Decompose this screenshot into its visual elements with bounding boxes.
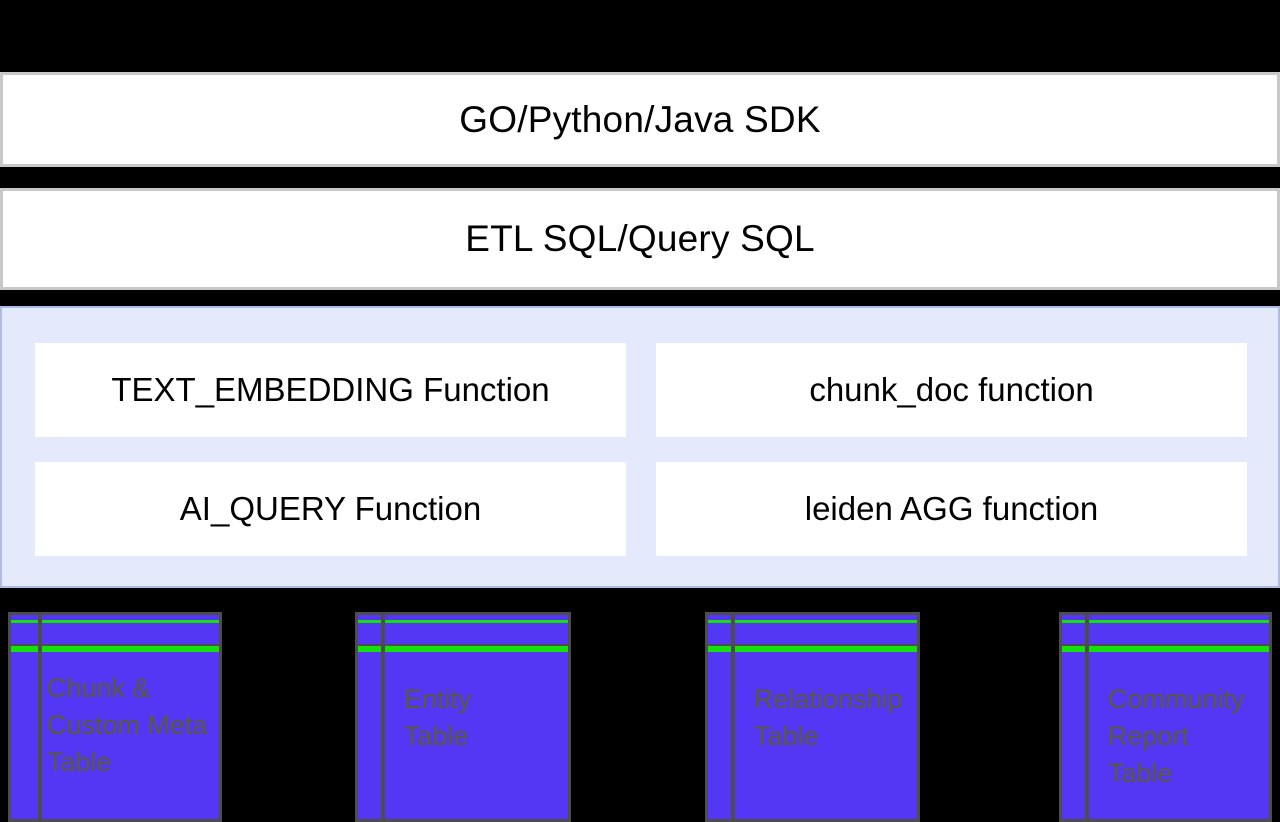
cylinder-vertical-rule-icon xyxy=(1085,615,1089,819)
function-box-chunk-doc: chunk_doc function xyxy=(656,343,1247,437)
cylinder-mid-rule-icon xyxy=(11,644,219,652)
cylinder-top-rule-icon xyxy=(11,620,219,623)
function-label-chunk-doc: chunk_doc function xyxy=(809,371,1094,408)
cylinder-top-rule-icon xyxy=(1062,620,1269,623)
function-label-ai-query: AI_QUERY Function xyxy=(179,490,482,527)
sql-layer-box: ETL SQL/Query SQL xyxy=(0,188,1280,290)
cylinder-mid-rule-icon xyxy=(358,644,568,652)
sql-layer-label: ETL SQL/Query SQL xyxy=(465,218,815,259)
cylinder-vertical-rule-icon xyxy=(381,615,385,819)
function-box-ai-query: AI_QUERY Function xyxy=(35,462,626,556)
cylinder-mid-rule-icon xyxy=(708,644,917,652)
sdk-layer-box: GO/Python/Java SDK xyxy=(0,72,1280,167)
cylinder-top-rule-icon xyxy=(708,620,917,623)
cylinder-vertical-rule-icon xyxy=(731,615,735,819)
function-box-leiden-agg: leiden AGG function xyxy=(656,462,1247,556)
sdk-layer-label: GO/Python/Java SDK xyxy=(459,98,821,140)
function-label-text-embedding: TEXT_EMBEDDING Function xyxy=(111,371,550,408)
functions-panel: TEXT_EMBEDDING Function chunk_doc functi… xyxy=(0,306,1280,588)
cylinder-top-rule-icon xyxy=(358,620,568,623)
cylinder-mid-rule-icon xyxy=(1062,644,1269,652)
cylinder-vertical-rule-icon xyxy=(38,615,42,819)
function-box-text-embedding: TEXT_EMBEDDING Function xyxy=(35,343,626,437)
function-label-leiden-agg: leiden AGG function xyxy=(804,490,1099,527)
